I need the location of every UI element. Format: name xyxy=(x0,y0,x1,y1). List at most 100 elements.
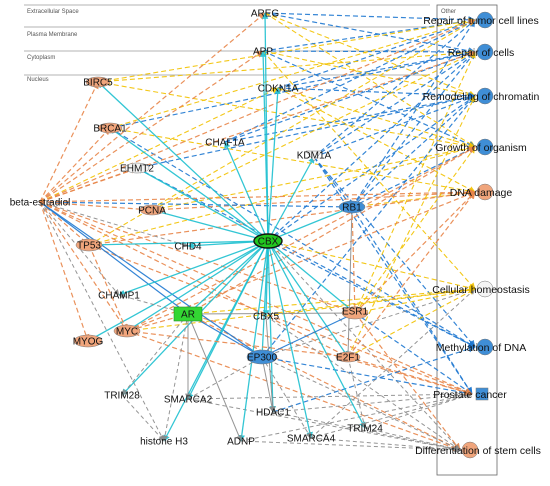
node-shape-ep300 xyxy=(246,349,278,365)
edge-e2f1-to-function-2 xyxy=(347,95,476,358)
node-label-ep300: EP300 xyxy=(247,353,277,364)
edge-cbx-to-function-5 xyxy=(267,240,476,291)
edge-ep300-to-function-8 xyxy=(261,356,461,451)
edge-beta_estradiol-to-function-0 xyxy=(39,19,476,203)
function-node-2: Remodeling of chromatin xyxy=(423,87,540,105)
node-label-birc5: BIRC5 xyxy=(83,78,113,89)
edge-pcna-to-function-1 xyxy=(151,51,476,211)
edge-beta_estradiol-to-myc xyxy=(39,201,128,332)
edge-beta_estradiol-to-function-1 xyxy=(39,50,476,203)
edge-ar-to-histone_h3 xyxy=(162,313,189,442)
node-shape-tp53 xyxy=(75,238,103,252)
node-tp53: TP53 xyxy=(75,238,103,252)
edge-beta_estradiol-to-ep300 xyxy=(39,201,263,358)
edge-esr1-to-function-8 xyxy=(354,312,461,451)
edge-areg-to-function-0 xyxy=(264,12,476,24)
edge-beta_estradiol-to-champ1 xyxy=(39,201,120,296)
edge-cbx-to-function-2 xyxy=(267,95,476,242)
edge-ar-to-trim28 xyxy=(121,313,189,396)
edge-cdkn1a-to-function-0 xyxy=(277,18,476,89)
node-label-app: APP xyxy=(253,47,273,58)
edge-cbx5-to-hdac1 xyxy=(265,315,276,413)
edge-cbx-to-smarca4 xyxy=(267,240,313,439)
edge-cdkn1a-to-function-4 xyxy=(277,87,476,193)
node-shape-e2f1 xyxy=(335,351,361,363)
node-ep300: EP300 xyxy=(246,349,278,365)
node-shape-cbx xyxy=(253,233,283,249)
node-shape-myog xyxy=(73,334,103,348)
edge-cbx-to-tp53 xyxy=(88,240,269,249)
function-marker-7 xyxy=(475,387,489,401)
node-ehmt2: EHMT2 xyxy=(120,162,154,175)
node-label-smarca4: SMARCA4 xyxy=(287,434,336,445)
edge-rb1-to-function-3 xyxy=(351,146,476,208)
edge-cdkn1a-to-function-1 xyxy=(277,49,476,89)
edge-kdm1a-to-function-2 xyxy=(313,94,476,158)
edge-cbx-to-kdm1a xyxy=(267,156,315,242)
function-label-2: Remodeling of chromatin xyxy=(423,91,540,103)
edge-pcna-to-function-3 xyxy=(151,144,476,211)
edge-esr1-to-function-5 xyxy=(354,286,476,314)
node-shape-rb1 xyxy=(338,200,366,214)
nodes: AREGAPPCDKN1ABIRC5BRCA1CHAF1AKDM1AEHMT2b… xyxy=(10,9,384,448)
edge-cbx-to-champ1 xyxy=(118,240,269,297)
function-marker-4 xyxy=(476,183,494,201)
edge-rb1-to-function-4 xyxy=(351,189,476,208)
node-kdm1a: KDM1A xyxy=(297,151,332,162)
edge-beta_estradiol-to-pcna xyxy=(39,201,153,214)
edge-ar-to-esr1 xyxy=(187,310,356,317)
edge-brca1-to-function-6 xyxy=(109,127,476,348)
node-rb1: RB1 xyxy=(338,200,366,214)
edge-ep300-to-function-7 xyxy=(261,356,473,397)
edge-kdm1a-to-function-6 xyxy=(313,156,476,348)
node-shape-brca1 xyxy=(97,122,123,134)
node-histone-h3: histone H3 xyxy=(140,437,188,448)
node-label-pcna: PCNA xyxy=(138,206,166,217)
node-label-tp53: TP53 xyxy=(77,241,101,252)
node-trim24: TRIM24 xyxy=(347,424,383,435)
node-esr1: ESR1 xyxy=(341,306,369,320)
function-label-5: Cellular homeostasis xyxy=(432,284,529,296)
edge-cbx-to-esr1 xyxy=(267,240,356,314)
function-label-1: Repair of cells xyxy=(448,47,515,59)
edge-myc-to-e2f1 xyxy=(126,330,349,360)
edge-cbx-to-function-6 xyxy=(267,240,476,348)
node-areg: AREG xyxy=(251,9,280,20)
edge-esr1-to-function-3 xyxy=(354,146,476,314)
edge-smarca4-to-function-5 xyxy=(310,288,476,439)
edge-myc-to-function-8 xyxy=(126,330,461,452)
edge-brca1-to-function-1 xyxy=(109,49,476,129)
edge-smarca2-to-function-7 xyxy=(187,391,473,400)
edge-esr1-to-ep300 xyxy=(261,312,356,358)
node-label-cdkn1a: CDKN1A xyxy=(258,84,299,95)
node-shape-esr1 xyxy=(341,306,369,320)
node-ar: AR xyxy=(173,306,203,322)
function-marker-0 xyxy=(476,11,494,29)
edge-beta_estradiol-to-function-7 xyxy=(39,201,473,395)
edge-cbx-to-hdac1 xyxy=(267,240,277,413)
node-label-trim24: TRIM24 xyxy=(347,424,383,435)
edge-areg-to-function-1 xyxy=(264,12,476,55)
node-label-esr1: ESR1 xyxy=(342,307,369,318)
node-trim28: TRIM28 xyxy=(104,391,140,402)
node-label-e2f1: E2F1 xyxy=(336,353,360,364)
edge-ar-to-adnp xyxy=(187,313,242,442)
function-node-5: Cellular homeostasis xyxy=(432,280,530,298)
function-label-0: Repair of tumor cell lines xyxy=(423,15,539,27)
function-marker-1 xyxy=(476,43,494,61)
edge-cbx-to-ehmt2 xyxy=(136,167,269,242)
node-label-champ1: CHAMP1 xyxy=(98,291,140,302)
edge-birc5-to-function-1 xyxy=(97,49,476,83)
node-label-chd4: CHD4 xyxy=(174,242,202,253)
edge-myc-to-function-3 xyxy=(126,146,476,332)
edge-areg-to-function-3 xyxy=(264,12,476,148)
edge-rb1-to-function-2 xyxy=(351,95,476,208)
node-label-smarca2: SMARCA2 xyxy=(164,395,213,406)
function-marker-5 xyxy=(476,280,494,298)
node-label-beta-estradiol: beta-estradiol xyxy=(10,198,71,209)
other-box xyxy=(436,4,498,476)
edge-e2f1-to-function-5 xyxy=(347,288,476,358)
edge-esr1-to-function-4 xyxy=(354,191,476,314)
node-app: APP xyxy=(253,47,273,58)
node-brca1: BRCA1 xyxy=(93,122,127,135)
